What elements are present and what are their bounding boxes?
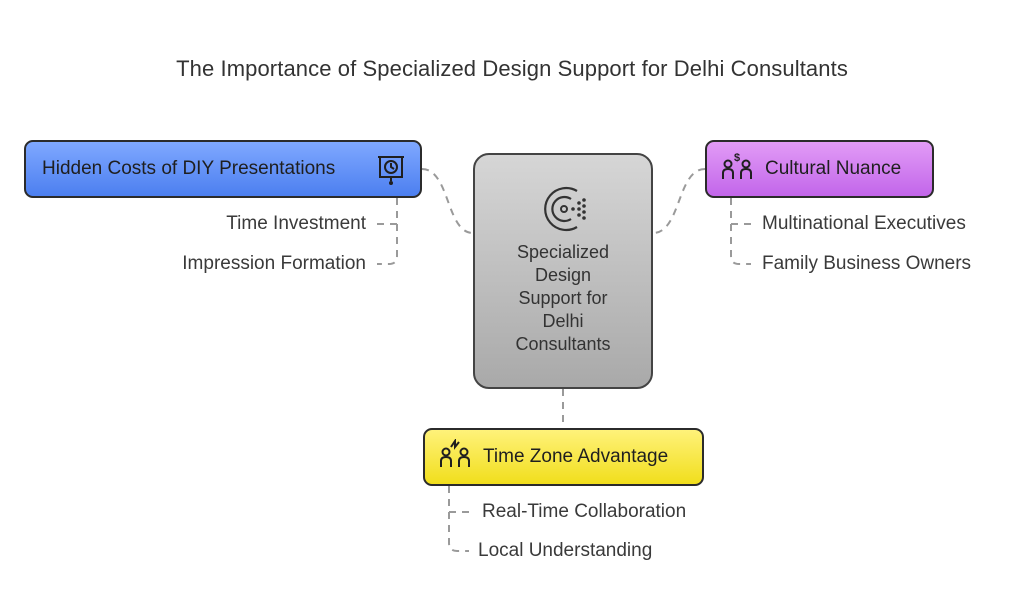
hidden-costs-box: Hidden Costs of DIY Presentations bbox=[24, 140, 422, 198]
central-line-5: Consultants bbox=[515, 334, 611, 354]
people-money-icon: $ bbox=[721, 151, 753, 187]
time-zone-box: Time Zone Advantage bbox=[423, 428, 704, 486]
bottom-item-real-time-collaboration: Real-Time Collaboration bbox=[482, 501, 687, 522]
hidden-costs-label: Hidden Costs of DIY Presentations bbox=[42, 158, 336, 179]
time-zone-label: Time Zone Advantage bbox=[483, 446, 669, 467]
svg-text:$: $ bbox=[734, 152, 740, 164]
cultural-nuance-label: Cultural Nuance bbox=[765, 158, 902, 179]
central-topic-text: Specialized Design Support for Delhi Con… bbox=[475, 241, 651, 356]
central-topic-box: Specialized Design Support for Delhi Con… bbox=[473, 153, 653, 389]
central-line-1: Specialized bbox=[516, 242, 610, 262]
logo-c-icon bbox=[539, 183, 591, 240]
right-item-multinational-executives: Multinational Executives bbox=[762, 213, 966, 234]
cultural-nuance-box: $ Cultural Nuance bbox=[705, 140, 934, 198]
left-item-impression-formation: Impression Formation bbox=[182, 253, 366, 274]
central-line-2: Design bbox=[534, 265, 592, 285]
diagram-title: The Importance of Specialized Design Sup… bbox=[176, 56, 848, 81]
central-line-4: Delhi bbox=[542, 311, 584, 331]
left-item-time-investment: Time Investment bbox=[226, 213, 366, 234]
bottom-item-local-understanding: Local Understanding bbox=[478, 540, 653, 561]
right-item-family-business-owners: Family Business Owners bbox=[762, 253, 972, 274]
people-exchange-icon bbox=[439, 437, 471, 475]
central-line-3: Support for bbox=[518, 288, 608, 308]
presentation-board-icon bbox=[376, 154, 406, 192]
